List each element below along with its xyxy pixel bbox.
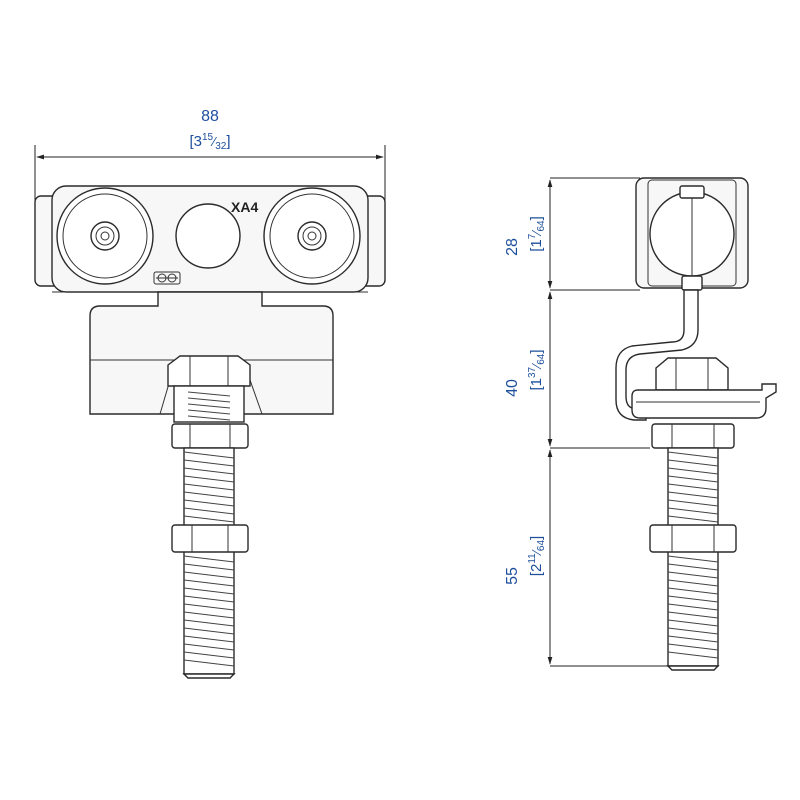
pivot-symbol-icon [153, 271, 181, 285]
right-wheel [263, 187, 361, 285]
top-inch-label: [17⁄64] [527, 216, 547, 252]
bolt-nut [171, 524, 249, 553]
side-threaded-bolt [666, 447, 720, 671]
hanger-nut [167, 355, 251, 423]
width-mm-label: 88 [201, 108, 219, 125]
middle-inch-label: [137⁄64] [527, 349, 547, 390]
height-dimensions: 28 [17⁄64] 40 [137⁄64] 55 [211⁄64] [504, 177, 670, 667]
lower-nut [171, 423, 249, 449]
side-bolt-nut [649, 524, 737, 553]
bottom-inch-label: [211⁄64] [527, 536, 547, 576]
side-view: 28 [17⁄64] 40 [137⁄64] 55 [211⁄64] [504, 177, 777, 671]
part-label: XA4 [231, 199, 258, 215]
side-nut [655, 357, 729, 391]
left-wheel [56, 187, 154, 285]
bottom-mm-label: 55 [504, 567, 521, 585]
carriage-side [635, 177, 749, 291]
width-inch-label: [315⁄32] [189, 132, 230, 152]
middle-mm-label: 40 [504, 379, 521, 397]
side-lower-nut [651, 423, 735, 449]
threaded-bolt [182, 447, 236, 679]
washer-plate [631, 383, 777, 419]
front-view: 88 [315⁄32] XA4 [34, 108, 386, 679]
center-roller [175, 203, 241, 269]
top-mm-label: 28 [504, 238, 521, 256]
